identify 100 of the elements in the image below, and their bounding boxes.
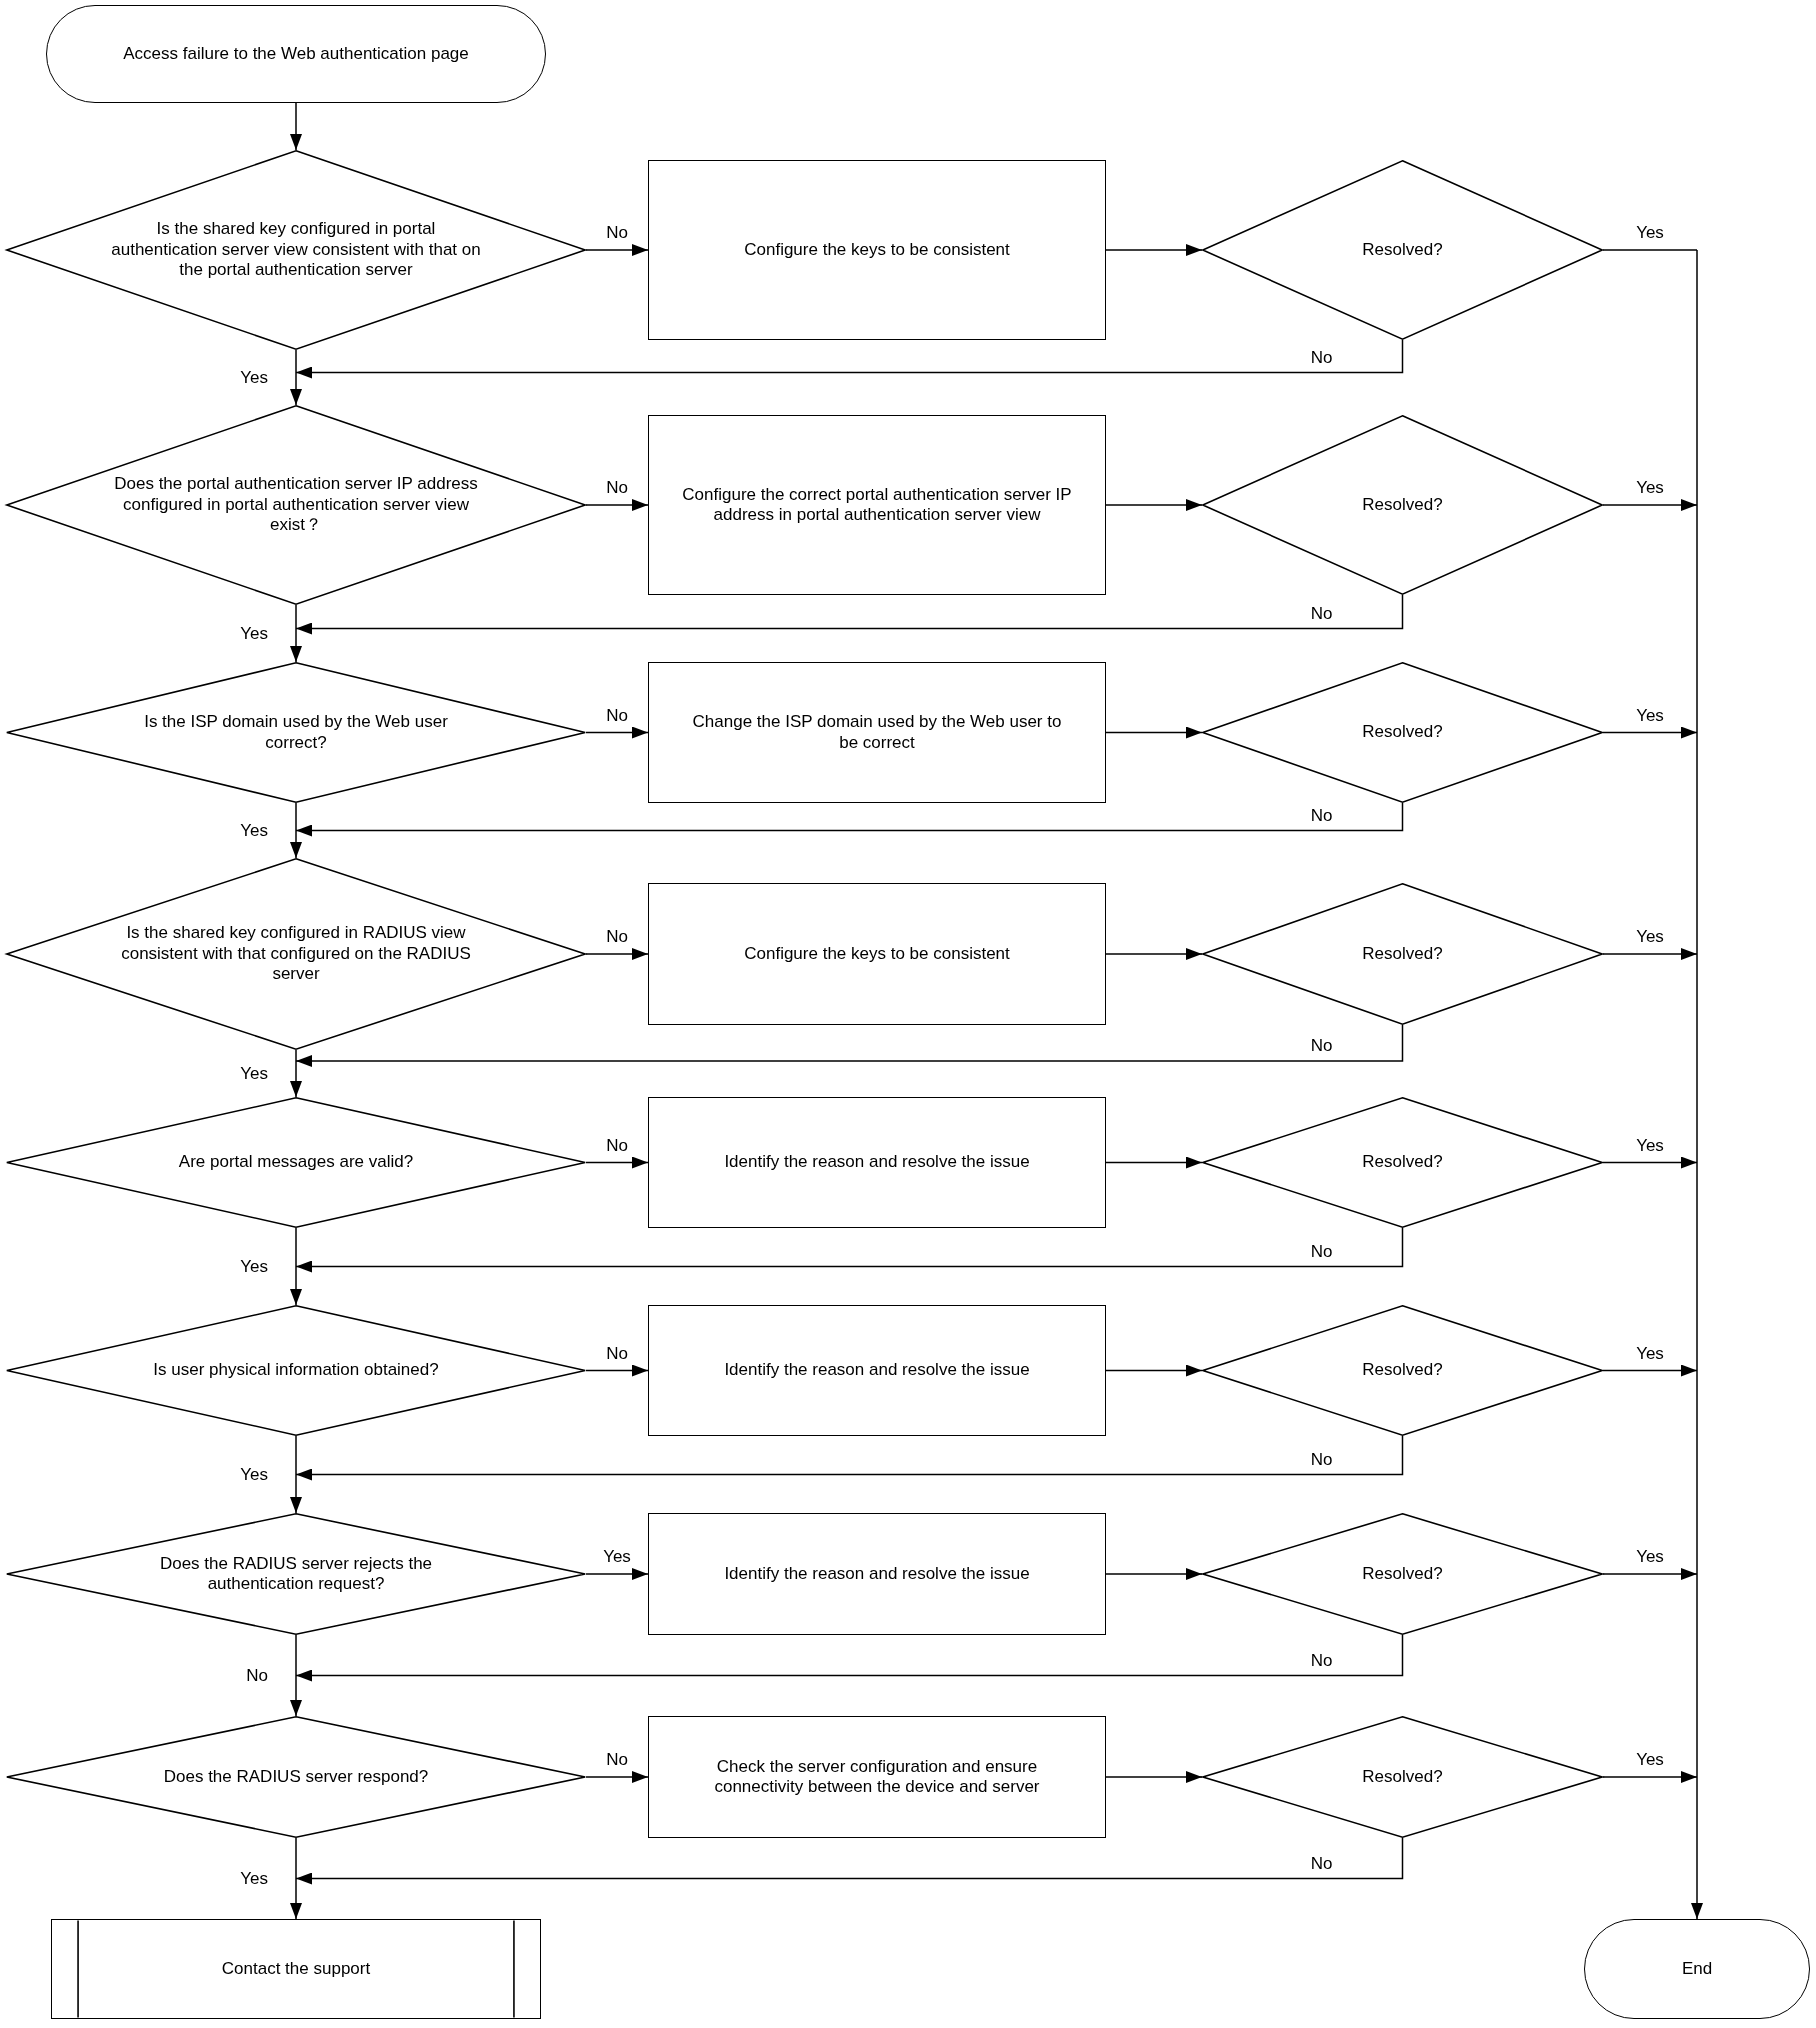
edge-label: No	[606, 1750, 628, 1770]
step-text: Change the ISP domain used by the Web user to be correct	[691, 712, 1063, 753]
process-box	[648, 160, 1106, 340]
edge-label: Yes	[603, 1547, 631, 1567]
question-text: Is the ISP domain used by the Web user correct?	[143, 712, 449, 753]
question-text: Are portal messages are valid?	[178, 1152, 414, 1173]
terminal-text: Access failure to the Web authentication page	[123, 43, 469, 65]
arrow	[585, 726, 649, 739]
question-text: Is the shared key configured in RADIUS view consistent with that configured on the RADIUS server	[120, 923, 472, 985]
edge-label: Yes	[1636, 1343, 1664, 1364]
question-text: Resolved?	[1362, 722, 1443, 743]
arrow	[295, 339, 1404, 379]
arrow	[585, 948, 649, 960]
question-text: Resolved?	[1362, 943, 1443, 965]
predefined-process-box	[51, 1919, 541, 2019]
question-text: Is user physical information obtained?	[153, 1360, 439, 1381]
edge-label: No	[1310, 347, 1333, 368]
edge-label: No	[1310, 1241, 1333, 1262]
process-box	[648, 883, 1106, 1025]
arrow	[1105, 1156, 1203, 1169]
edge-label: No	[1310, 1650, 1333, 1671]
arrow	[585, 1156, 649, 1169]
decision-diamond	[1202, 415, 1603, 595]
decision-diamond	[6, 405, 586, 605]
arrow	[1105, 1364, 1203, 1377]
edge-label: Yes	[1636, 478, 1664, 498]
question-text: Does the RADIUS server respond?	[163, 1766, 429, 1788]
decision-diamond	[1202, 1097, 1603, 1228]
terminal-text: End	[1681, 1958, 1713, 1980]
arrow	[1602, 726, 1698, 739]
edge-label: No	[1310, 805, 1333, 826]
step-text: Check the server configuration and ensure connectivity between the device and server	[713, 1756, 1041, 1798]
arrow	[1105, 948, 1203, 960]
edge-label: No	[606, 223, 628, 243]
edge-label: Yes	[240, 1063, 268, 1084]
process-box	[648, 662, 1106, 803]
process-box	[648, 1513, 1106, 1635]
decision-diamond	[6, 1097, 586, 1228]
arrow	[585, 1771, 649, 1783]
step-text: Contact the support	[221, 1958, 371, 1980]
edge-label: Yes	[240, 367, 268, 388]
edge-label: No	[1310, 1036, 1333, 1056]
decision-diamond	[6, 1305, 586, 1436]
arrow	[290, 1837, 302, 1920]
arrow	[1602, 1568, 1698, 1580]
arrow	[585, 1568, 649, 1580]
process-box	[648, 1716, 1106, 1838]
question-text: Resolved?	[1362, 1152, 1443, 1173]
edge-label: Yes	[240, 820, 268, 841]
arrow	[290, 1049, 302, 1098]
decision-diamond	[6, 858, 586, 1050]
arrow	[295, 802, 1404, 837]
question-text: Resolved?	[1362, 1563, 1443, 1585]
edge-label: Yes	[1636, 705, 1664, 726]
edge-label: No	[1310, 1853, 1333, 1874]
edge-label: Yes	[1636, 1750, 1664, 1770]
arrow	[295, 1227, 1404, 1273]
edge-label: Yes	[1636, 1547, 1664, 1567]
decision-diamond	[6, 662, 586, 803]
decision-diamond	[1202, 160, 1603, 340]
arrow	[585, 499, 649, 511]
edge-label: No	[246, 1665, 268, 1686]
decision-diamond	[1202, 1513, 1603, 1635]
arrow	[290, 102, 302, 151]
step-text: Configure the correct portal authentication server IP address in portal authentication server view	[681, 484, 1073, 526]
edge-label: Yes	[240, 1868, 268, 1889]
process-box	[648, 1097, 1106, 1228]
arrow	[1602, 1364, 1698, 1377]
edge-label: No	[606, 927, 628, 947]
arrow	[585, 1364, 649, 1377]
arrow	[290, 802, 302, 859]
edge-label: No	[606, 705, 628, 726]
question-text: Does the portal authentication server IP address configured in portal authentication server view exist？	[113, 474, 479, 536]
arrow	[1602, 1156, 1698, 1169]
edge-label: Yes	[240, 1256, 268, 1277]
arrow	[290, 1634, 302, 1717]
arrow	[295, 1634, 1404, 1682]
step-text: Configure the keys to be consistent	[744, 239, 1010, 261]
connector-line	[1602, 249, 1698, 251]
arrow	[295, 1837, 1404, 1885]
decision-diamond	[6, 1513, 586, 1635]
edge-label: No	[606, 1343, 628, 1364]
arrow	[290, 604, 302, 663]
question-text: Resolved?	[1362, 494, 1443, 516]
arrow	[1602, 499, 1698, 511]
arrow	[295, 1024, 1404, 1067]
step-text: Identify the reason and resolve the issue	[724, 1563, 1030, 1585]
edge-label: No	[606, 478, 628, 498]
question-text: Resolved?	[1362, 1766, 1443, 1788]
decision-diamond	[1202, 883, 1603, 1025]
step-text: Identify the reason and resolve the issue	[724, 1360, 1030, 1381]
decision-diamond	[1202, 1716, 1603, 1838]
process-box	[648, 1305, 1106, 1436]
arrow	[1602, 1771, 1698, 1783]
arrow	[1105, 726, 1203, 739]
arrow	[1105, 1568, 1203, 1580]
arrow	[1105, 1771, 1203, 1783]
decision-diamond	[6, 1716, 586, 1838]
edge-label: No	[606, 1135, 628, 1156]
edge-label: Yes	[1636, 927, 1664, 947]
